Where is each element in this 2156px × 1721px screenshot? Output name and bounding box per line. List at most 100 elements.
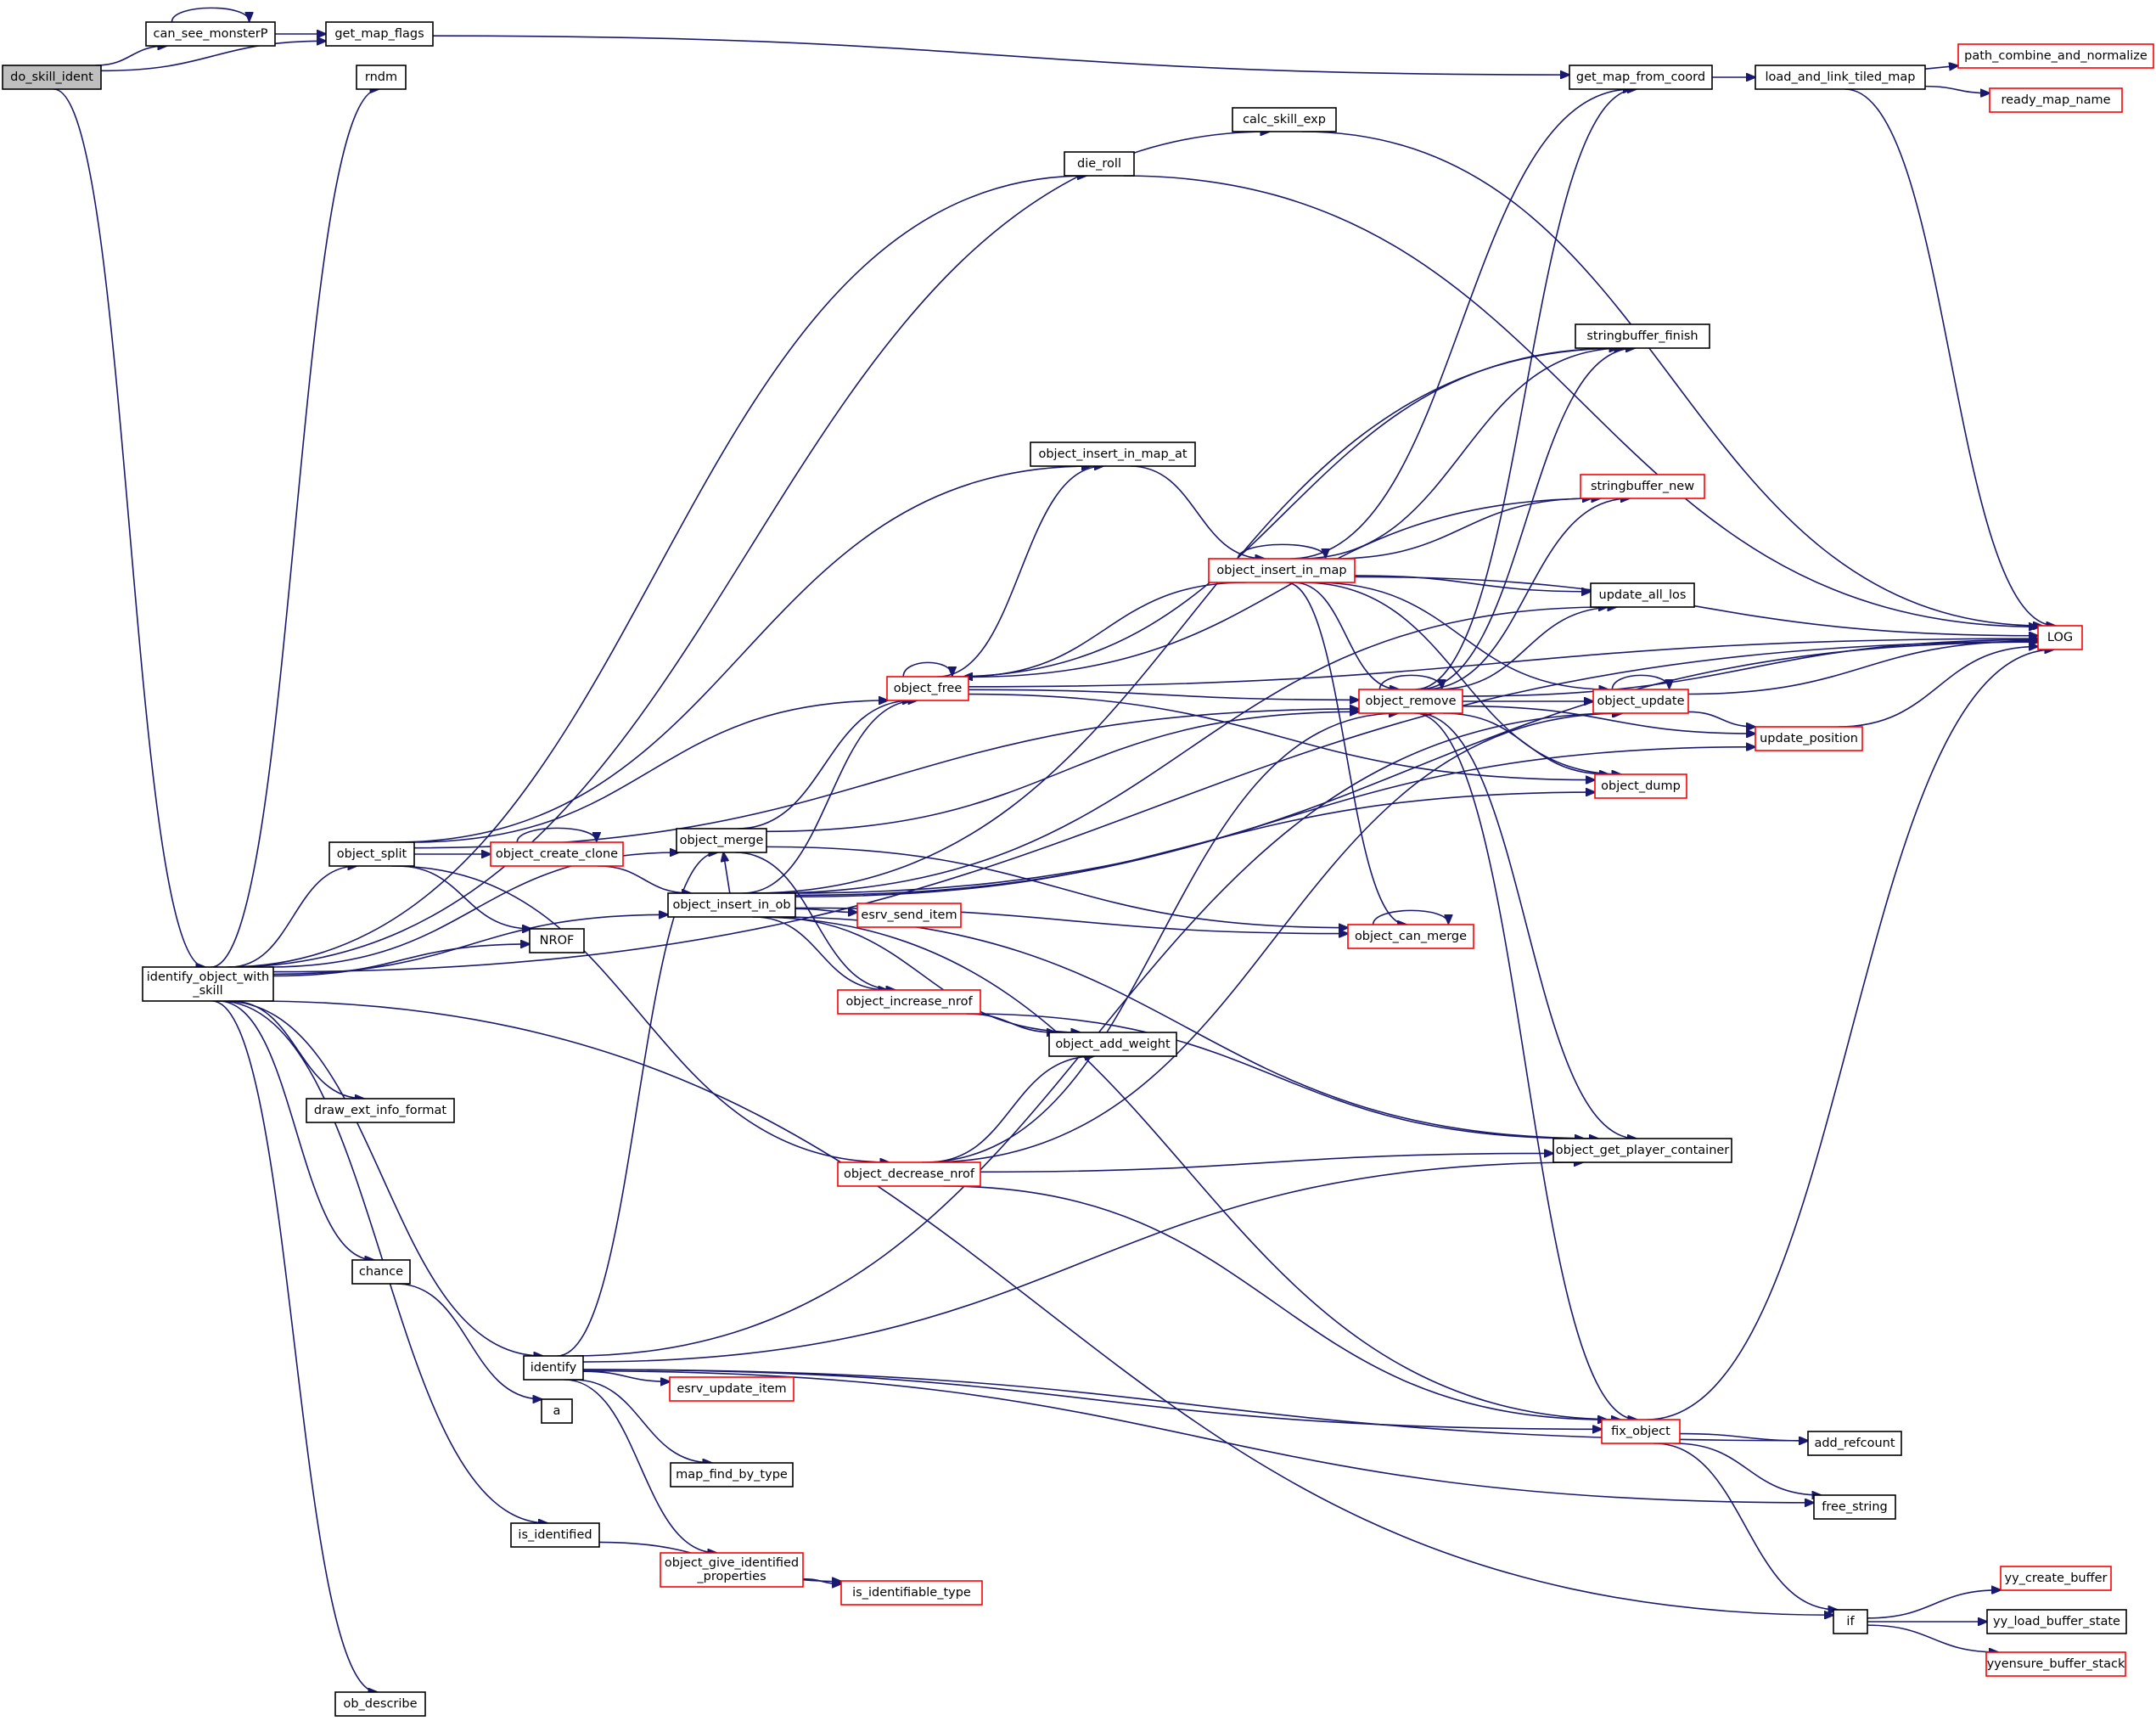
node-object-can-merge[interactable]: object_can_merge (1347, 924, 1474, 949)
node-box (1575, 323, 1710, 349)
node-draw-ext-info-format[interactable]: draw_ext_info_format (306, 1098, 455, 1123)
node-path-combine-and-normalize[interactable]: path_combine_and_normalize (1957, 43, 2154, 69)
node-is-identifiable-type[interactable]: is_identifiable_type (840, 1580, 983, 1606)
node-die-roll[interactable]: die_roll (1064, 151, 1135, 177)
node-ready-map-name[interactable]: ready_map_name (1989, 87, 2123, 113)
edge-object_split-to-object_decrease_nrof (391, 865, 890, 1162)
node-yy-load-buffer-state[interactable]: yy_load_buffer_state (1986, 1609, 2127, 1634)
node-get-map-from-coord[interactable]: get_map_from_coord (1569, 65, 1713, 90)
node-stringbuffer-finish[interactable]: stringbuffer_finish (1575, 323, 1710, 349)
edge-object_increase_nrof-to-object_get_player_container (968, 1013, 1584, 1139)
edge-object_create_clone-to-object_create_clone (516, 827, 597, 843)
edge-object_insert_in_ob-to-update_all_los (766, 607, 1608, 894)
node-object-insert-in-map[interactable]: object_insert_in_map (1208, 558, 1356, 583)
edge-update_position-to-LOG (1838, 646, 2038, 728)
edge-object_can_merge-to-object_can_merge (1372, 909, 1449, 925)
edge-if-to-yy_create_buffer (1867, 1590, 2001, 1619)
node-object-update[interactable]: object_update (1592, 689, 1689, 714)
node-update-position[interactable]: update_position (1755, 726, 1863, 751)
edge-identify-to-map_find_by_type (573, 1379, 711, 1463)
edge-object_update-to-update_position (1687, 711, 1755, 727)
node-ob-describe[interactable]: ob_describe (334, 1691, 426, 1717)
node-free-string[interactable]: free_string (1813, 1494, 1896, 1520)
edge-object_free-to-stringbuffer_finish (952, 348, 1618, 678)
node-object-get-player-container[interactable]: object_get_player_container (1552, 1138, 1732, 1163)
edge-can_see_monsterP-to-can_see_monsterP (171, 7, 249, 23)
node-do-skill-ident[interactable]: do_skill_ident (2, 65, 102, 90)
node-get-map-flags[interactable]: get_map_flags (325, 21, 434, 47)
node-box (667, 892, 796, 918)
node-label: identify (531, 1361, 577, 1375)
node-label: add_refcount (1814, 1437, 1895, 1450)
edge-identify_object_with_skill-to-object_split (229, 866, 357, 968)
edge-object_merge-to-object_can_merge (766, 846, 1348, 927)
node-label: object_insert_in_ob (672, 898, 790, 912)
node-object-merge[interactable]: object_merge (676, 828, 767, 853)
node-can-see-monsterP[interactable]: can_see_monsterP (145, 21, 276, 47)
node-update-all-los[interactable]: update_all_los (1590, 582, 1695, 608)
node-object-create-clone[interactable]: object_create_clone (490, 841, 624, 867)
node-object-split[interactable]: object_split (328, 841, 415, 867)
node-label: object_add_weight (1055, 1038, 1171, 1051)
node-esrv-update-item[interactable]: esrv_update_item (669, 1376, 794, 1402)
node-label: path_combine_and_normalize (1964, 49, 2148, 63)
node-map-find-by-type[interactable]: map_find_by_type (670, 1462, 794, 1488)
node-object-free[interactable]: object_free (886, 676, 969, 701)
edge-object_remove-to-stringbuffer_finish (1418, 348, 1635, 690)
node-object-add-weight[interactable]: object_add_weight (1048, 1032, 1177, 1057)
node-box (351, 1259, 411, 1285)
node-label: object_give_identified (665, 1556, 799, 1570)
node-label: identify_object_with (147, 970, 269, 984)
node-box (1347, 924, 1474, 949)
node-label: object_can_merge (1355, 930, 1467, 943)
node-object-decrease-nrof[interactable]: object_decrease_nrof (837, 1161, 981, 1187)
node-yy-create-buffer[interactable]: yy_create_buffer (2000, 1566, 2112, 1591)
node-add-refcount[interactable]: add_refcount (1807, 1431, 1902, 1456)
node-calc-skill-exp[interactable]: calc_skill_exp (1232, 107, 1337, 132)
node-label: a (553, 1404, 561, 1418)
node-yyensure-buffer-stack[interactable]: yyensure_buffer_stack (1985, 1651, 2126, 1677)
edge-object_remove-to-stringbuffer_new (1423, 498, 1630, 690)
node-object-increase-nrof[interactable]: object_increase_nrof (837, 989, 981, 1015)
node-label: object_free (894, 682, 963, 695)
node-fix-object[interactable]: fix_object (1601, 1419, 1681, 1444)
node-object-give-identified-properties[interactable]: object_give_identified_properties (660, 1552, 804, 1588)
node-box (1592, 689, 1689, 714)
edge-load_and_link_tiled_map-to-ready_map_name (1924, 85, 1990, 93)
node-NROF[interactable]: NROF (529, 928, 585, 953)
node-identify-object-with-skill[interactable]: identify_object_with_skill (142, 966, 274, 1002)
node-rndm[interactable]: rndm (356, 65, 407, 90)
node-LOG[interactable]: LOG (2037, 625, 2083, 650)
node-label: NROF (540, 934, 575, 948)
node-stringbuffer-new[interactable]: stringbuffer_new (1580, 474, 1705, 499)
node-esrv-send-item[interactable]: esrv_send_item (856, 903, 962, 928)
node-label: rndm (365, 70, 397, 84)
node-object-insert-in-map-at[interactable]: object_insert_in_map_at (1030, 441, 1196, 467)
node-is-identified[interactable]: is_identified (510, 1522, 600, 1548)
edge-fix_object-to-add_refcount (1679, 1432, 1808, 1441)
node-box (529, 928, 585, 953)
edge-object_insert_in_map-to-update_all_los (1354, 575, 1591, 592)
node-box (306, 1098, 455, 1123)
node-box (840, 1580, 983, 1606)
node-load-and-link-tiled-map[interactable]: load_and_link_tiled_map (1755, 65, 1926, 90)
node-object-insert-in-ob[interactable]: object_insert_in_ob (667, 892, 796, 918)
edge-identify_object_with_skill-to-draw_ext_info_format (231, 1000, 364, 1099)
node-box (1601, 1419, 1681, 1444)
node-label: get_map_flags (334, 27, 424, 41)
node-if[interactable]: if (1833, 1609, 1868, 1634)
node-object-remove[interactable]: object_remove (1358, 689, 1463, 714)
node-object-dump[interactable]: object_dump (1594, 773, 1687, 799)
node-identify[interactable]: identify (523, 1355, 584, 1381)
node-box (1985, 1651, 2126, 1677)
node-label: do_skill_ident (10, 70, 93, 84)
node-a[interactable]: a (541, 1398, 573, 1424)
node-chance[interactable]: chance (351, 1259, 411, 1285)
node-box (490, 841, 624, 867)
edge-calc_skill_exp-to-LOG (1301, 131, 2042, 626)
node-label: if (1846, 1615, 1855, 1628)
edge-do_skill_ident-to-identify_object_with_skill (53, 88, 205, 967)
edge-object_remove-to-update_position (1462, 705, 1755, 734)
node-box (1569, 65, 1713, 90)
